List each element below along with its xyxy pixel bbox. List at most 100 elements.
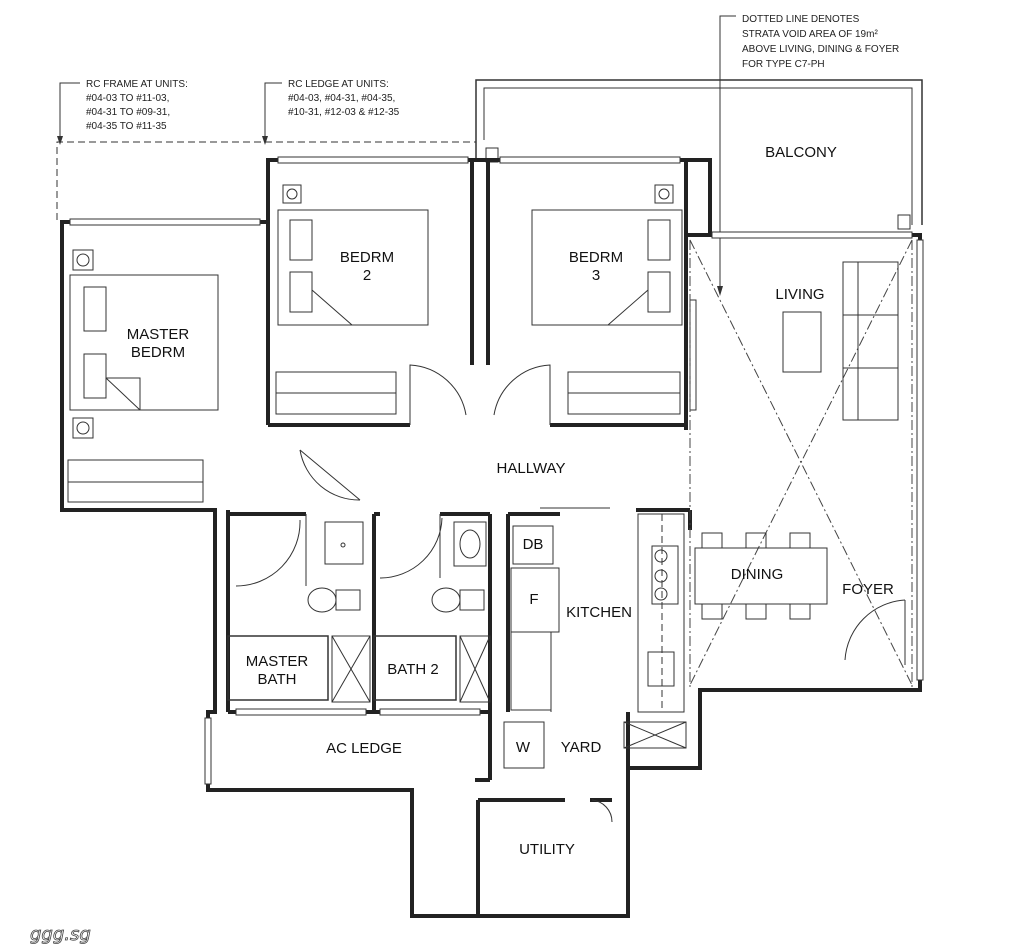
lamp-icon xyxy=(72,417,94,439)
void-line-3: ABOVE LIVING, DINING & FOYER xyxy=(742,44,899,55)
counter-left xyxy=(510,631,552,711)
label-utility: UTILITY xyxy=(519,841,575,858)
bed-icon xyxy=(69,274,219,411)
master-bath-box xyxy=(227,635,329,701)
label-kitchen: KITCHEN xyxy=(566,604,632,621)
door-main-entry xyxy=(844,599,906,661)
door-master-bath xyxy=(235,519,301,587)
balcony-railing xyxy=(483,87,913,140)
label-washer: W xyxy=(516,739,531,756)
toilet-tank-icon xyxy=(459,589,485,611)
bed-fold-diag xyxy=(607,289,649,326)
window xyxy=(916,239,924,681)
sink-icon xyxy=(647,651,675,687)
coffee-table-icon xyxy=(782,311,822,373)
label-yard: YARD xyxy=(561,739,602,756)
void-line-1: DOTTED LINE DENOTES xyxy=(742,14,860,25)
lamp-icon xyxy=(282,184,302,204)
sofa-icon xyxy=(842,261,899,421)
shower-diag xyxy=(459,635,491,703)
chair-icon xyxy=(789,532,811,549)
shower-icon xyxy=(331,635,371,703)
living-furniture xyxy=(782,261,899,421)
chair-icon xyxy=(701,603,723,620)
rc-frame-note: RC FRAME AT UNITS: #04-03 TO #11-03, #04… xyxy=(57,79,188,145)
dining-furniture xyxy=(694,532,828,620)
label-bedroom2-line2: 2 xyxy=(363,267,371,284)
db-box xyxy=(512,525,554,565)
rc-ledge-arrow xyxy=(262,136,268,145)
lamp-icon xyxy=(72,249,94,271)
window xyxy=(204,717,212,785)
bedroom2-furniture xyxy=(275,184,429,415)
toilet-icon xyxy=(307,587,337,613)
walls xyxy=(60,158,922,918)
wardrobe-icon xyxy=(67,459,204,503)
window xyxy=(69,218,261,226)
label-living: LIVING xyxy=(775,286,824,303)
door-bath2 xyxy=(379,517,443,579)
bathroom-fixtures xyxy=(227,521,491,703)
void-leader xyxy=(719,15,736,290)
vent-diag xyxy=(623,721,687,749)
window xyxy=(711,231,913,239)
door-bedroom3 xyxy=(493,364,551,425)
rc-ledge-line-2: #04-03, #04-31, #04-35, xyxy=(288,93,395,104)
label-master-line2: BEDRM xyxy=(131,344,185,361)
bed-icon xyxy=(531,209,683,326)
bed-fold xyxy=(105,354,141,410)
rc-ledge-line-3: #10-31, #12-03 & #12-35 xyxy=(288,107,400,118)
door-master xyxy=(299,449,361,501)
void-line-2: STRATA VOID AREA OF 19m² xyxy=(742,29,878,40)
pillow-icon xyxy=(83,286,107,332)
label-ac-ledge: AC LEDGE xyxy=(326,740,402,757)
basin-drain-icon xyxy=(340,542,346,548)
chair-icon xyxy=(701,532,723,549)
void-line-4: FOR TYPE C7-PH xyxy=(742,59,825,70)
label-master-line1: MASTER xyxy=(127,326,190,343)
rc-frame-leader xyxy=(59,82,80,140)
toilet-icon xyxy=(431,587,461,613)
basin-icon xyxy=(453,521,487,567)
label-master-bath-line2: BATH xyxy=(258,671,297,688)
chair-icon xyxy=(745,603,767,620)
rc-frame-line-3: #04-31 TO #09-31, xyxy=(86,107,170,118)
windows xyxy=(69,156,924,785)
bed-icon xyxy=(277,209,429,326)
room-labels: BALCONY BEDRM 2 BEDRM 3 LIVING MASTER BE… xyxy=(127,144,894,858)
door-master-leaf xyxy=(299,449,361,501)
doors xyxy=(235,364,906,823)
chair-icon xyxy=(745,532,767,549)
pillow-icon xyxy=(289,219,313,261)
column-marker xyxy=(897,214,911,230)
shower-diag xyxy=(331,635,371,703)
label-hallway: HALLWAY xyxy=(497,460,566,477)
toilet-tank-icon xyxy=(335,589,361,611)
lamp-icon xyxy=(658,188,670,200)
label-foyer: FOYER xyxy=(842,581,894,598)
wall-living-east xyxy=(686,233,922,728)
counter-right xyxy=(637,513,685,713)
window xyxy=(499,156,681,164)
label-bedroom2-line1: BEDRM xyxy=(340,249,394,266)
rc-frame-line-1: RC FRAME AT UNITS: xyxy=(86,79,188,90)
label-db: DB xyxy=(523,536,544,553)
watermark-text: ggg.sg xyxy=(30,924,91,945)
pillow-icon xyxy=(289,271,313,313)
shower-icon xyxy=(459,635,491,703)
kitchen-furniture xyxy=(510,513,687,749)
wall-south xyxy=(206,575,702,918)
door-utility xyxy=(591,799,613,823)
basin-bowl-icon xyxy=(459,529,481,559)
lamp-icon xyxy=(286,188,298,200)
bath2-box xyxy=(373,635,457,701)
rc-frame-line-2: #04-03 TO #11-03, xyxy=(86,93,169,104)
bedroom3-furniture xyxy=(531,184,683,415)
rc-frame-arrow xyxy=(57,136,63,145)
window xyxy=(277,156,469,164)
window xyxy=(235,708,367,716)
label-bedroom3-line1: BEDRM xyxy=(569,249,623,266)
burner-icon xyxy=(654,587,668,601)
label-fridge: F xyxy=(529,591,538,608)
